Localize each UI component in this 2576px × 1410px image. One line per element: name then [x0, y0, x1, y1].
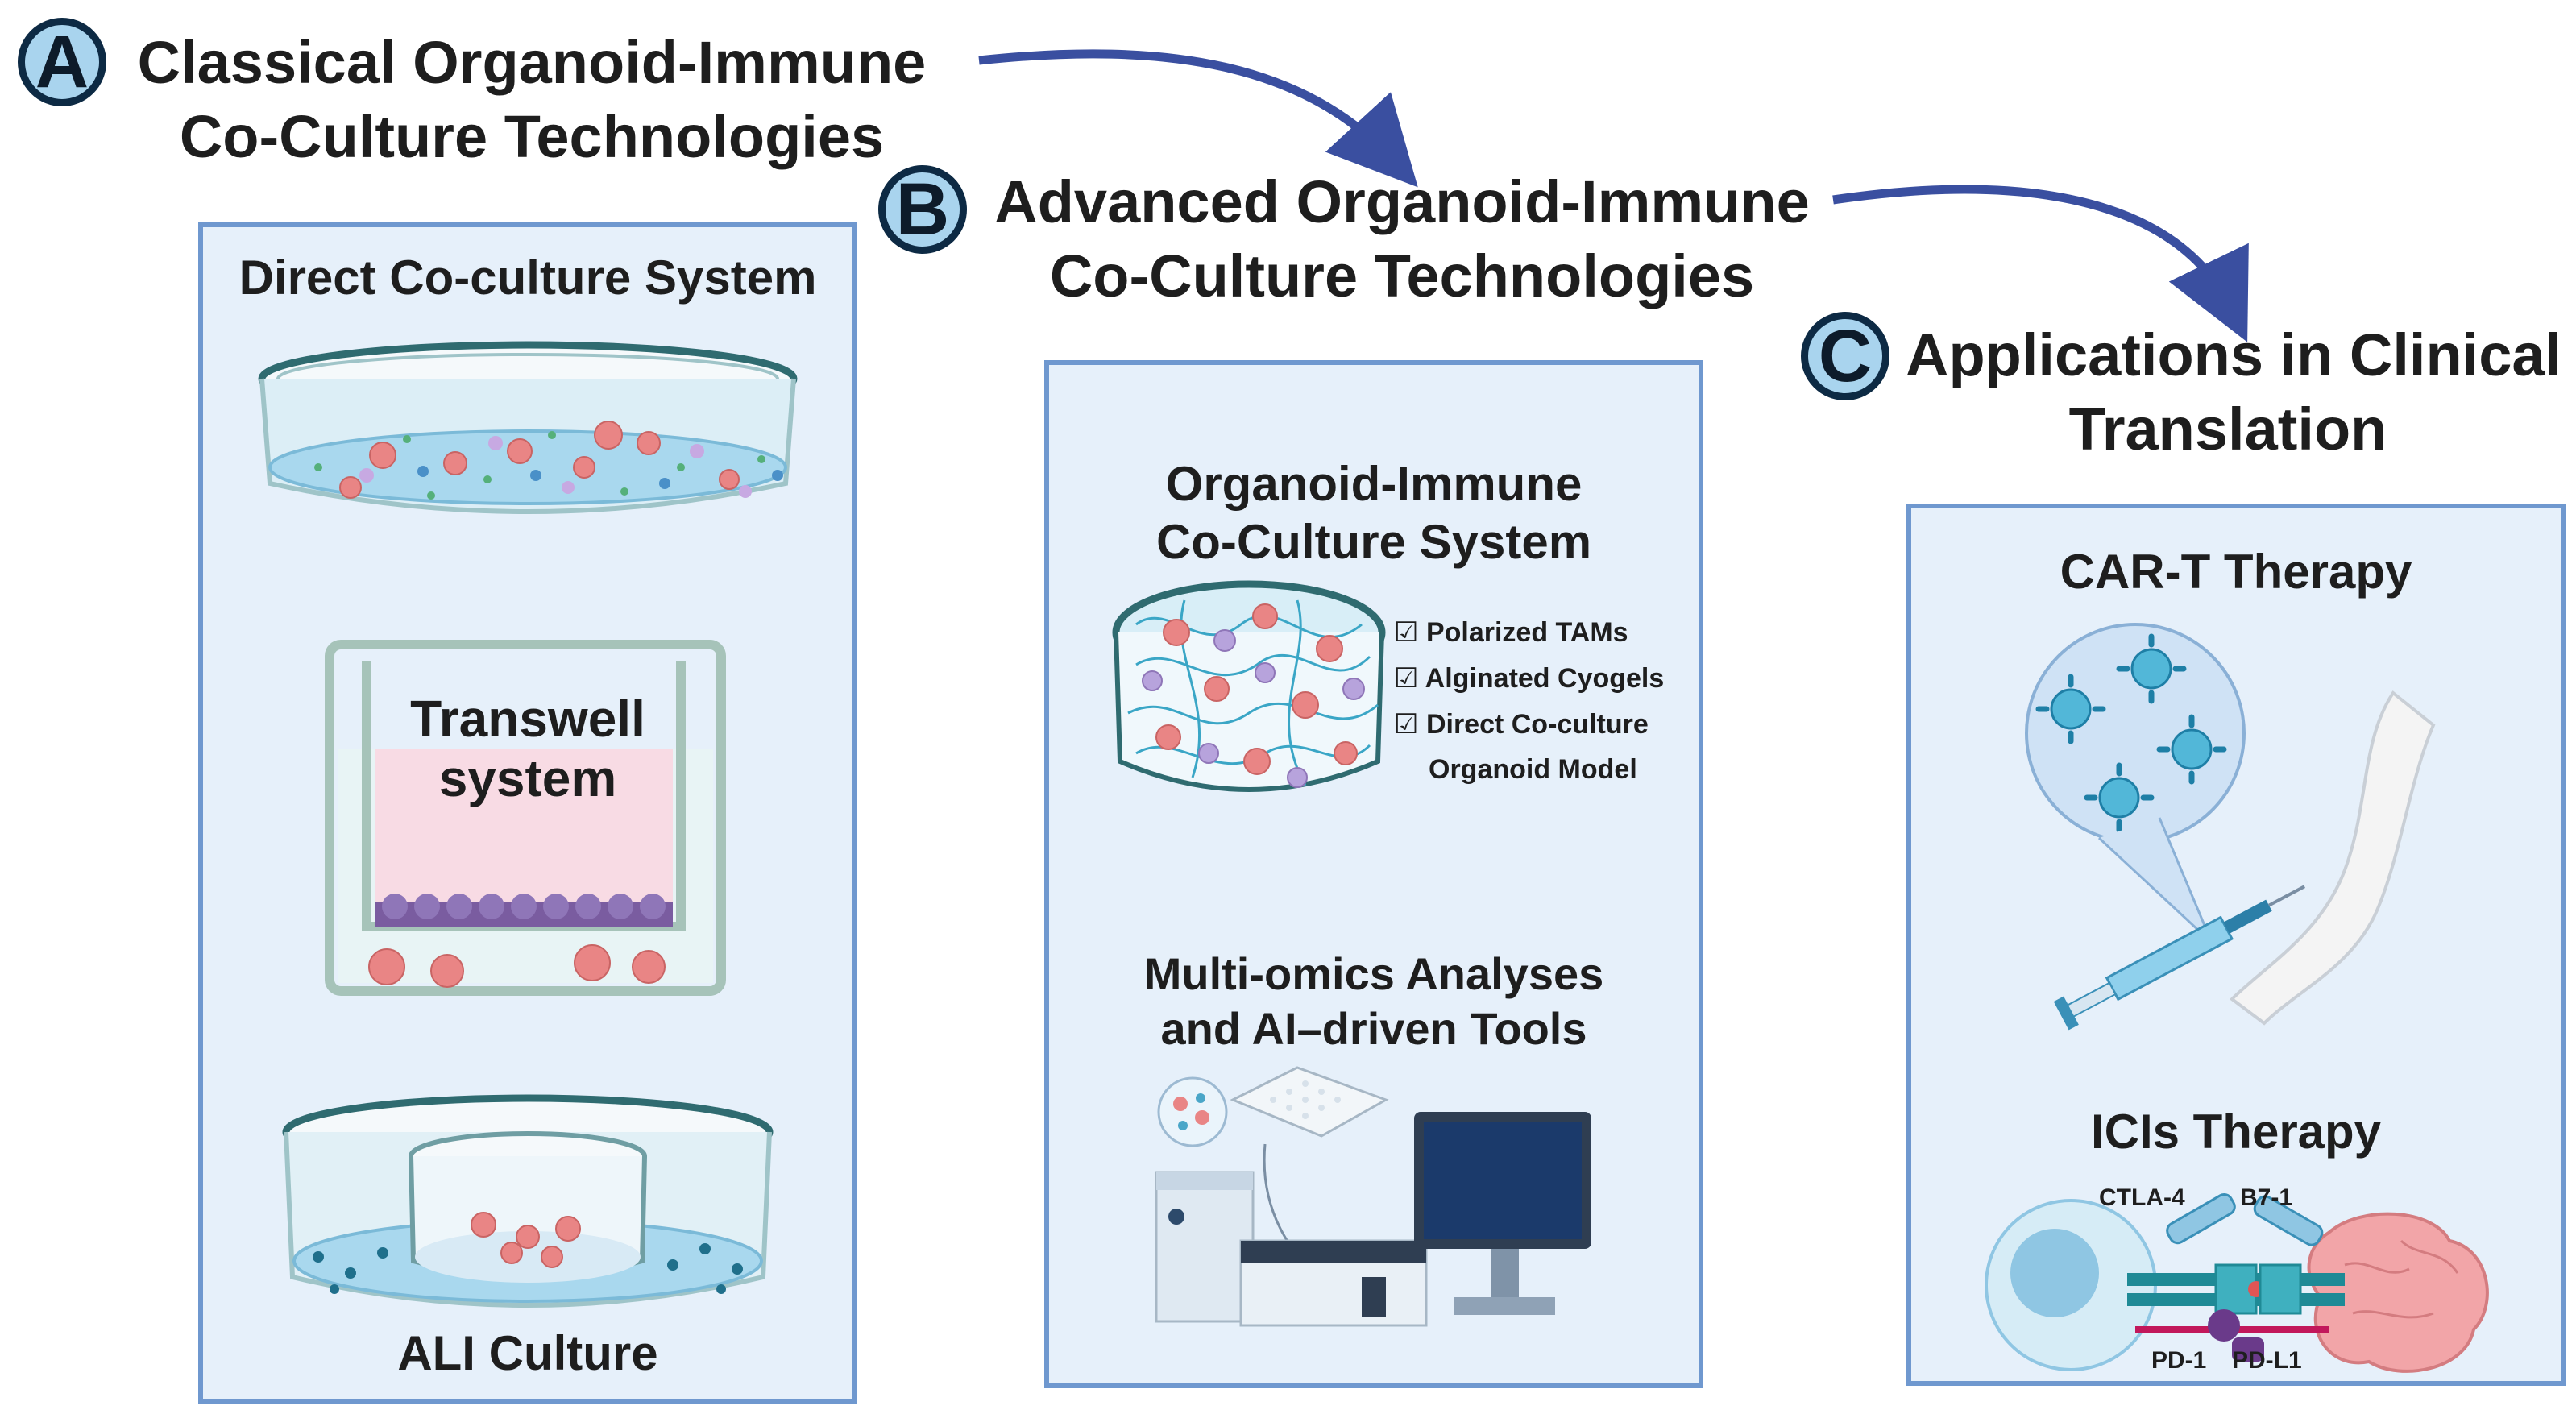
- checkbox-icon: ☑: [1394, 662, 1419, 695]
- section-c-letter: C: [1818, 315, 1873, 397]
- section-c-title: Applications in Clinical Translation: [1906, 318, 2562, 467]
- organoid-immune-line1: Organoid-Immune: [1165, 457, 1583, 511]
- checklist-text-2: Alginated Cyogels: [1425, 663, 1665, 694]
- checklist-item-direct-coculture: ☑ Direct Co-culture: [1394, 708, 1649, 740]
- petri-dish-icon: [258, 341, 798, 514]
- checklist-item-polarized-tams: ☑ Polarized TAMs: [1394, 616, 1628, 649]
- b71-label: B7-1: [2240, 1184, 2293, 1211]
- section-a-title: Classical Organoid-Immune Co-Culture Tec…: [129, 26, 935, 174]
- section-c-badge: C: [1801, 312, 1889, 400]
- multiomics-line1: Multi-omics Analyses: [1143, 948, 1604, 999]
- hydrogel-culture-icon: [1112, 580, 1386, 792]
- section-b-title: Advanced Organoid-Immune Co-Culture Tech…: [983, 165, 1821, 313]
- organoid-immune-system-label: Organoid-Immune Co-Culture System: [1044, 455, 1703, 571]
- section-b-title-line2: Co-Culture Technologies: [1049, 243, 1755, 309]
- plate-icon: [1230, 1066, 1389, 1138]
- multiomics-line2: and AI–driven Tools: [1160, 1003, 1587, 1054]
- section-a-badge: A: [18, 18, 106, 106]
- section-a-title-line1: Classical Organoid-Immune: [137, 29, 927, 96]
- checkbox-icon: ☑: [1394, 708, 1419, 740]
- ali-dish-icon: [282, 1094, 774, 1308]
- syringe-icon: [2053, 885, 2306, 1031]
- cart-illustration: [2025, 623, 2436, 1031]
- section-c-title-line2: Translation: [2068, 396, 2387, 462]
- computer-icon: [1155, 1066, 1591, 1327]
- multiomics-label: Multi-omics Analyses and AI–driven Tools: [1044, 947, 1703, 1056]
- section-b-badge: B: [878, 165, 967, 254]
- section-b-letter: B: [895, 168, 950, 251]
- tumor-icon: [2307, 1212, 2489, 1373]
- cart-therapy-label: CAR-T Therapy: [2060, 545, 2412, 599]
- transwell-icon: [325, 640, 726, 996]
- pdl1-label: PD-L1: [2232, 1347, 2302, 1374]
- section-c-title-line1: Applications in Clinical: [1906, 321, 2562, 388]
- pd1-label: PD-1: [2151, 1347, 2207, 1374]
- transwell-label: Transwell system: [367, 689, 689, 808]
- checklist-text-1: Polarized TAMs: [1425, 617, 1628, 648]
- checklist-text-3: Direct Co-culture: [1425, 709, 1649, 740]
- section-a-title-line2: Co-Culture Technologies: [179, 103, 885, 170]
- direct-coculture-label: Direct Co-culture System: [239, 251, 817, 305]
- section-b-title-line1: Advanced Organoid-Immune: [994, 168, 1810, 235]
- ali-culture-label: ALI Culture: [397, 1326, 658, 1380]
- ctla4-label: CTLA-4: [2099, 1184, 2185, 1211]
- transwell-label-line2: system: [438, 749, 617, 807]
- section-b-panel: [1044, 360, 1703, 1388]
- icis-therapy-label: ICIs Therapy: [2090, 1105, 2382, 1159]
- icis-illustration: [1985, 1192, 2489, 1373]
- checkbox-icon: ☑: [1394, 616, 1419, 649]
- transwell-label-line1: Transwell: [410, 690, 645, 748]
- checklist-continuation: Organoid Model: [1429, 754, 1637, 785]
- section-a-letter: A: [35, 21, 89, 103]
- organoid-immune-line2: Co-Culture System: [1155, 515, 1592, 569]
- checklist-item-alginated-cyogels: ☑ Alginated Cyogels: [1394, 662, 1664, 695]
